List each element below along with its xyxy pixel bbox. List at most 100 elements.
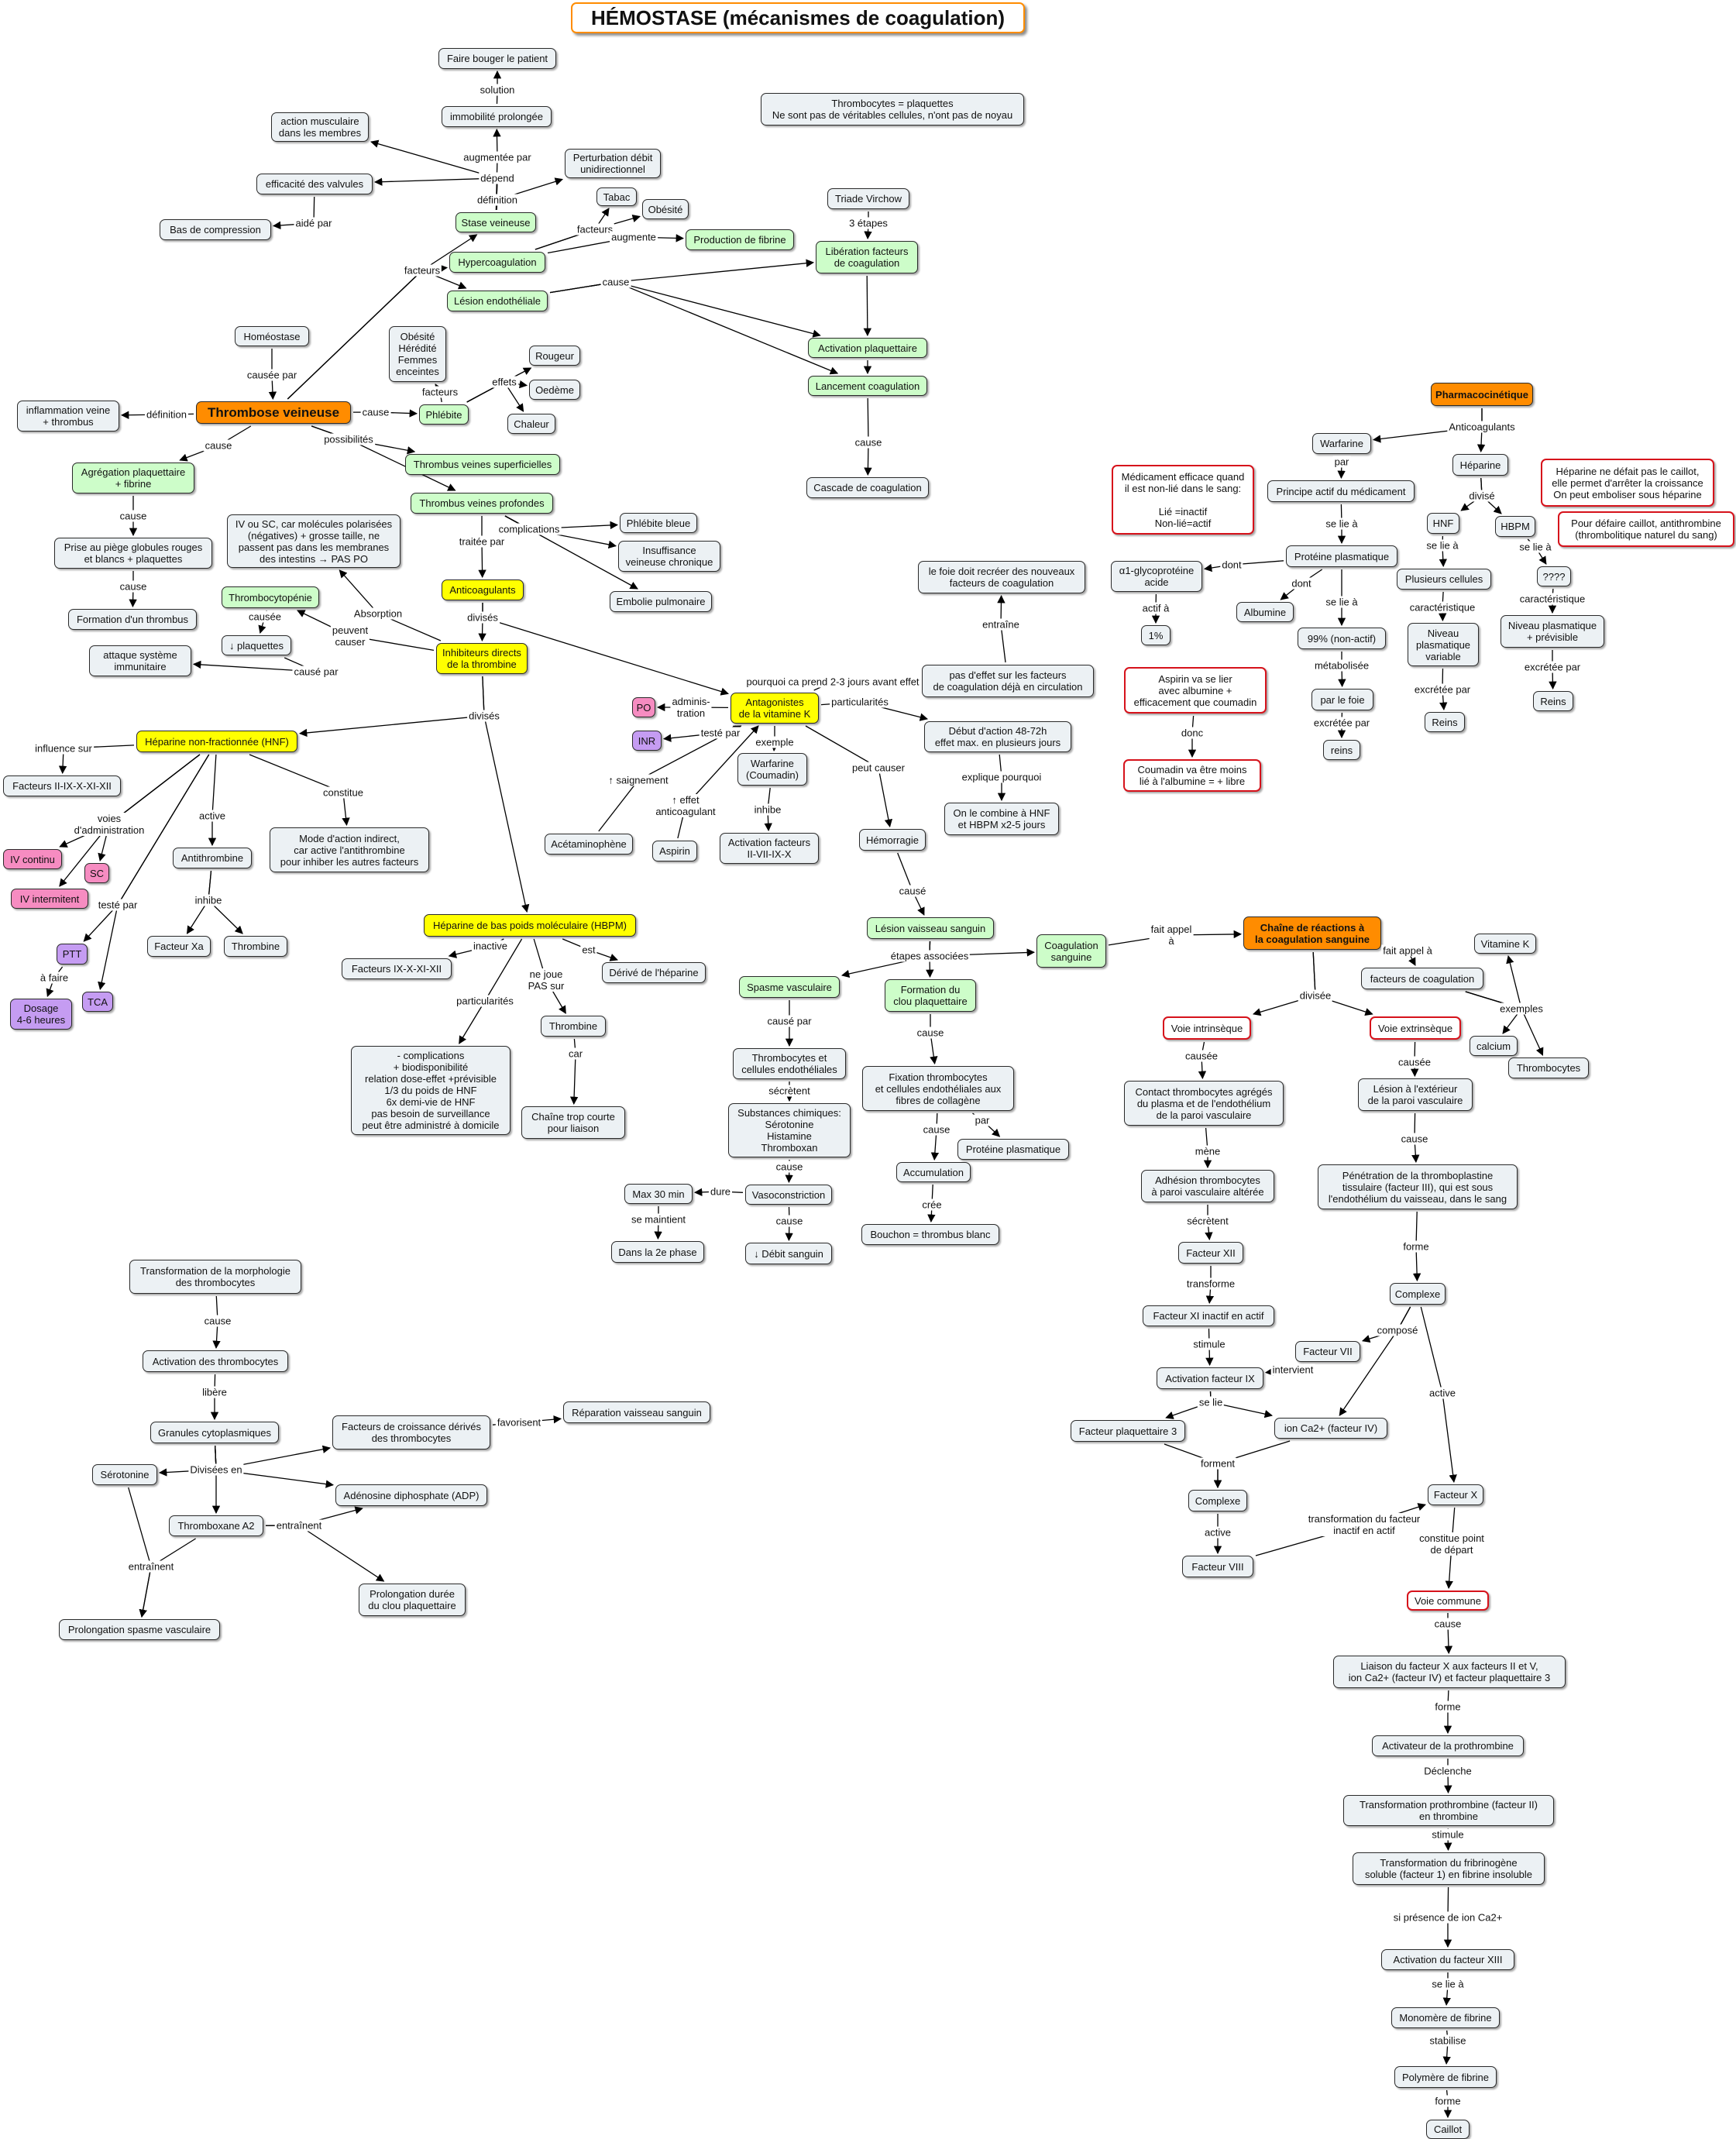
node-alpha1[interactable]: α1-glycoprotéine acide bbox=[1111, 561, 1202, 592]
node-chaine-courte[interactable]: Chaîne trop courte pour liaison bbox=[521, 1106, 625, 1139]
node-facteurs-coag[interactable]: facteurs de coagulation bbox=[1361, 968, 1483, 989]
node-activation-plaq[interactable]: Activation plaquettaire bbox=[808, 338, 927, 358]
node-thrombocytopenie[interactable]: Thrombocytopénie bbox=[222, 586, 319, 608]
node-acetaminophene[interactable]: Acétaminophène bbox=[545, 834, 633, 855]
node-bas-compression[interactable]: Bas de compression bbox=[160, 219, 271, 240]
node-hemorragie[interactable]: Hémorragie bbox=[859, 829, 926, 851]
node-heparine-r[interactable]: Héparine bbox=[1452, 454, 1508, 476]
node-tv-prof[interactable]: Thrombus veines profondes bbox=[411, 493, 553, 514]
node-complexe-a[interactable]: Complexe bbox=[1390, 1283, 1446, 1305]
node-voie-commune[interactable]: Voie commune bbox=[1407, 1590, 1489, 1611]
node-pct99[interactable]: 99% (non-actif) bbox=[1298, 628, 1386, 649]
node-qqqq[interactable]: ???? bbox=[1537, 566, 1571, 586]
node-lancement[interactable]: Lancement coagulation bbox=[808, 376, 927, 396]
node-reins-b[interactable]: Reins bbox=[1425, 712, 1465, 732]
node-facteurs-croissance[interactable]: Facteurs de croissance dérivés des throm… bbox=[332, 1415, 490, 1449]
node-monomere[interactable]: Monomère de fibrine bbox=[1391, 2007, 1500, 2028]
node-debut-action[interactable]: Début d'action 48-72h effet max. en plus… bbox=[924, 721, 1071, 752]
node-complications-hbpm[interactable]: - complications + biodisponibilité relat… bbox=[351, 1046, 510, 1135]
node-un-pct[interactable]: 1% bbox=[1141, 625, 1171, 645]
node-facteur-plaq3[interactable]: Facteur plaquettaire 3 bbox=[1071, 1420, 1185, 1442]
node-transformation-fib[interactable]: Transformation du fribrinogène soluble (… bbox=[1353, 1852, 1545, 1885]
node-obesite[interactable]: Obésité bbox=[642, 199, 689, 219]
node-reins-c[interactable]: Reins bbox=[1533, 691, 1573, 711]
node-pharmacocinetique[interactable]: Pharmacocinétique bbox=[1431, 383, 1533, 406]
node-pour-defaire[interactable]: Pour défaire caillot, antithrombine (thr… bbox=[1558, 511, 1734, 547]
node-liberation[interactable]: Libération facteurs de coagulation bbox=[816, 241, 918, 273]
node-ptt[interactable]: PTT bbox=[57, 944, 88, 965]
node-caillot[interactable]: Caillot bbox=[1426, 2120, 1470, 2139]
node-albumine[interactable]: Albumine bbox=[1236, 602, 1294, 622]
node-proteine-plasm[interactable]: Protéine plasmatique bbox=[1286, 545, 1397, 567]
node-homeostase[interactable]: Homéostase bbox=[235, 326, 309, 346]
node-activation-facteurs[interactable]: Activation facteurs II-VII-IX-X bbox=[720, 833, 819, 864]
node-aspirin-note[interactable]: Aspirin va se lier avec albumine + effic… bbox=[1124, 667, 1267, 714]
node-par-foie[interactable]: par le foie bbox=[1311, 689, 1373, 710]
node-hbpm-r[interactable]: HBPM bbox=[1495, 516, 1535, 537]
node-accumulation[interactable]: Accumulation bbox=[896, 1162, 971, 1182]
node-reparation[interactable]: Réparation vaisseau sanguin bbox=[563, 1401, 710, 1423]
node-baisse-plaquettes[interactable]: ↓ plaquettes bbox=[222, 635, 291, 655]
node-faire-bouger[interactable]: Faire bouger le patient bbox=[438, 48, 556, 69]
node-transformation-morph[interactable]: Transformation de la morphologie des thr… bbox=[129, 1260, 301, 1294]
node-ion-ca[interactable]: ion Ca2+ (facteur IV) bbox=[1274, 1418, 1387, 1439]
node-action-musc[interactable]: action musculaire dans les membres bbox=[271, 112, 369, 142]
node-plusieurs-cellules[interactable]: Plusieurs cellules bbox=[1397, 569, 1491, 590]
node-insuffisance[interactable]: Insuffisance veineuse chronique bbox=[618, 541, 720, 572]
node-thrombose[interactable]: Thrombose veineuse bbox=[196, 401, 351, 424]
node-activateur[interactable]: Activateur de la prothrombine bbox=[1372, 1735, 1524, 1756]
node-prolongation-spasme[interactable]: Prolongation spasme vasculaire bbox=[59, 1619, 220, 1640]
node-oedeme[interactable]: Oedème bbox=[529, 380, 580, 400]
node-substances[interactable]: Substances chimiques: Sérotonine Histami… bbox=[728, 1103, 851, 1157]
node-antagonistes[interactable]: Antagonistes de la vitamine K bbox=[730, 693, 819, 724]
node-tca[interactable]: TCA bbox=[82, 992, 113, 1012]
node-prolongation-duree[interactable]: Prolongation durée du clou plaquettaire bbox=[359, 1584, 466, 1616]
node-dans2e[interactable]: Dans la 2e phase bbox=[611, 1241, 704, 1263]
node-thrombo-endo[interactable]: Thrombocytes et cellules endothéliales bbox=[733, 1048, 846, 1079]
node-adhesion[interactable]: Adhésion thrombocytes à paroi vasculaire… bbox=[1141, 1170, 1274, 1202]
node-hnf[interactable]: Héparine non-fractionnée (HNF) bbox=[136, 731, 297, 752]
node-fixation[interactable]: Fixation thrombocytes et cellules endoth… bbox=[862, 1066, 1014, 1111]
node-max30[interactable]: Max 30 min bbox=[624, 1184, 693, 1204]
node-polymere[interactable]: Polymère de fibrine bbox=[1394, 2066, 1497, 2088]
node-activation-ix[interactable]: Activation facteur IX bbox=[1157, 1367, 1263, 1389]
node-facteur-viii[interactable]: Facteur VIII bbox=[1182, 1556, 1253, 1577]
node-lesion-vaisseau[interactable]: Lésion vaisseau sanguin bbox=[867, 917, 994, 939]
node-facteurs-ii[interactable]: Facteurs II-IX-X-XI-XII bbox=[3, 775, 121, 796]
node-lesion-ext[interactable]: Lésion à l'extérieur de la paroi vascula… bbox=[1358, 1078, 1473, 1111]
page-title[interactable]: HÉMOSTASE (mécanismes de coagulation) bbox=[571, 2, 1025, 33]
node-efficacite-valvules[interactable]: efficacité des valvules bbox=[256, 174, 373, 194]
node-formation-thrombus[interactable]: Formation d'un thrombus bbox=[68, 609, 197, 630]
node-chaleur[interactable]: Chaleur bbox=[507, 414, 555, 434]
node-perturbation[interactable]: Perturbation débit unidirectionnel bbox=[565, 149, 661, 178]
node-adp[interactable]: Adénosine diphosphate (ADP) bbox=[335, 1484, 487, 1506]
node-rougeur[interactable]: Rougeur bbox=[529, 346, 580, 366]
node-attaque[interactable]: attaque système immunitaire bbox=[89, 645, 191, 676]
node-thrombocytes[interactable]: Thrombocytes bbox=[1508, 1057, 1589, 1078]
node-hnf-r[interactable]: HNF bbox=[1427, 513, 1459, 534]
node-activation-xiii[interactable]: Activation du facteur XIII bbox=[1381, 1949, 1514, 1970]
node-proteine-plasm-b[interactable]: Protéine plasmatique bbox=[957, 1139, 1069, 1160]
node-derive[interactable]: Dérivé de l'héparine bbox=[602, 962, 706, 983]
node-heparine-note[interactable]: Héparine ne défait pas le caillot, elle … bbox=[1541, 459, 1714, 507]
node-granules[interactable]: Granules cytoplasmiques bbox=[150, 1422, 279, 1443]
node-contact[interactable]: Contact thrombocytes agrégés du plasma e… bbox=[1124, 1081, 1284, 1126]
node-po[interactable]: PO bbox=[632, 697, 655, 717]
node-formation-clou[interactable]: Formation du clou plaquettaire bbox=[885, 979, 976, 1012]
node-serotonine[interactable]: Sérotonine bbox=[92, 1464, 157, 1485]
node-combine[interactable]: On le combine à HNF et HBPM x2-5 jours bbox=[944, 803, 1059, 835]
node-liaison[interactable]: Liaison du facteur X aux facteurs II et … bbox=[1333, 1656, 1566, 1688]
node-embolie[interactable]: Embolie pulmonaire bbox=[610, 591, 712, 612]
node-warfarine-c[interactable]: Warfarine (Coumadin) bbox=[737, 753, 807, 786]
node-phlebite-bleue[interactable]: Phlébite bleue bbox=[620, 513, 697, 533]
node-cascade[interactable]: Cascade de coagulation bbox=[806, 477, 929, 498]
node-facteur-x[interactable]: Facteur X bbox=[1428, 1484, 1483, 1505]
node-sc[interactable]: SC bbox=[84, 863, 109, 883]
node-facteur-vii[interactable]: Facteur VII bbox=[1295, 1341, 1360, 1362]
node-activation-thrombo[interactable]: Activation des thrombocytes bbox=[143, 1350, 288, 1372]
node-debit[interactable]: ↓ Débit sanguin bbox=[745, 1243, 832, 1264]
node-aspirin[interactable]: Aspirin bbox=[652, 841, 697, 861]
node-penetration[interactable]: Pénétration de la thromboplastine tissul… bbox=[1318, 1164, 1518, 1209]
node-anticoag-node[interactable]: Anticoagulants bbox=[442, 579, 524, 600]
node-medicament-note[interactable]: Médicament efficace quand il est non-lié… bbox=[1112, 465, 1254, 535]
